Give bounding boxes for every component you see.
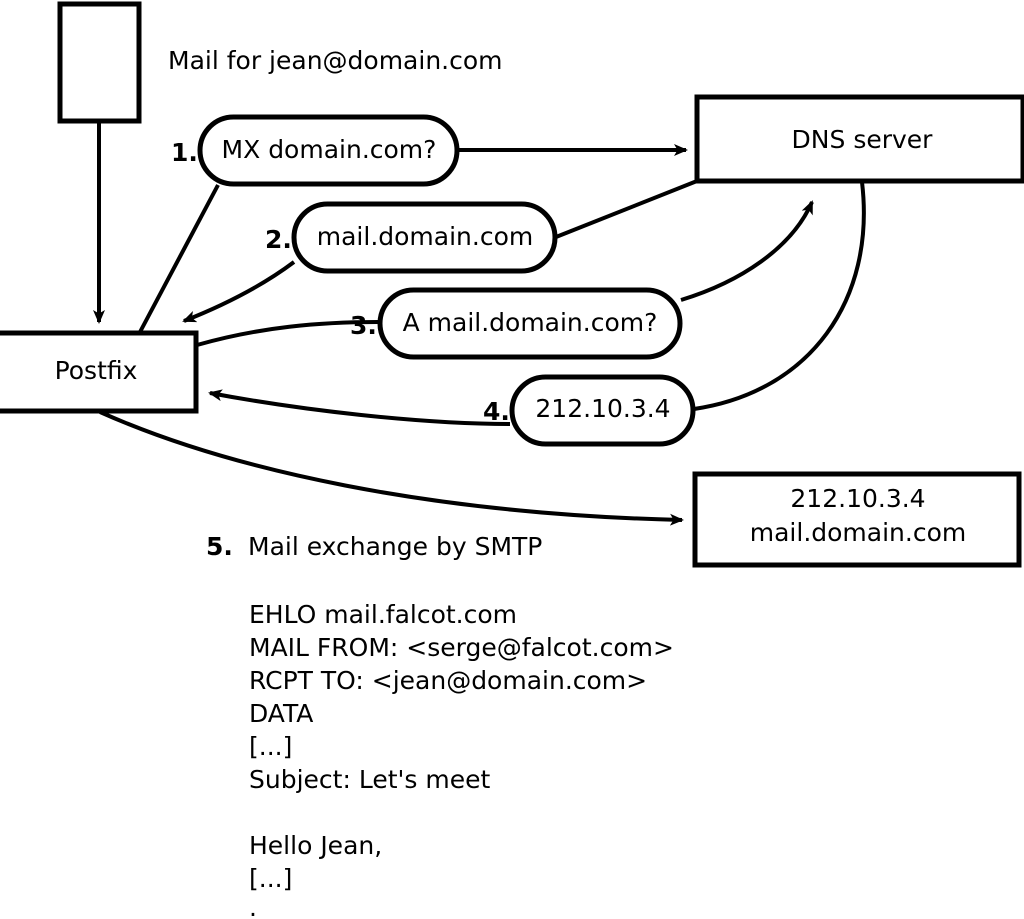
step-4-number: 4. xyxy=(483,397,510,426)
smtp-line-9: . xyxy=(249,893,257,919)
sender-box xyxy=(57,1,142,124)
smtp-line-5: Subject: Let's meet xyxy=(249,765,490,794)
target-server-line1: 212.10.3.4 xyxy=(790,484,925,513)
smtp-line-0: EHLO mail.falcot.com xyxy=(249,600,517,629)
smtp-line-3: DATA xyxy=(249,699,313,728)
edge-postfix-to-step1 xyxy=(138,184,220,333)
step-5-number: 5. xyxy=(206,532,233,561)
target-server-line2: mail.domain.com xyxy=(750,518,966,547)
edge-step2-to-postfix xyxy=(182,260,296,323)
edge-postfix-to-step3 xyxy=(196,320,379,347)
postfix-label: Postfix xyxy=(55,356,138,385)
step-2-number: 2. xyxy=(265,225,292,254)
dns-server-box xyxy=(694,94,1024,184)
step-3-number: 3. xyxy=(350,311,377,340)
smtp-line-2: RCPT TO: <jean@domain.com> xyxy=(249,666,647,695)
step-2-label: mail.domain.com xyxy=(317,222,533,251)
step-1-balloon xyxy=(197,114,460,187)
postfix-box xyxy=(0,330,199,414)
step-1-number: 1. xyxy=(171,138,198,167)
edge-dns-to-step4 xyxy=(693,181,866,411)
edge-dns-to-step2 xyxy=(555,179,698,239)
edge-step4-to-postfix xyxy=(208,389,511,426)
step-2-balloon xyxy=(291,201,558,274)
step-1-label: MX domain.com? xyxy=(222,135,437,164)
smtp-line-8: [...] xyxy=(249,864,292,893)
step-3-label: A mail.domain.com? xyxy=(403,308,658,337)
smtp-line-7: Hello Jean, xyxy=(249,831,382,860)
step-4-label: 212.10.3.4 xyxy=(535,394,670,423)
step-3-balloon xyxy=(377,287,683,360)
dns-server-label: DNS server xyxy=(792,125,934,154)
smtp-line-4: [...] xyxy=(249,732,292,761)
step-4-balloon xyxy=(509,374,696,447)
edge-postfix-to-target xyxy=(99,410,684,526)
step-5-label: Mail exchange by SMTP xyxy=(248,532,542,561)
target-server-box xyxy=(692,471,1022,568)
mail-for-note: Mail for jean@domain.com xyxy=(168,46,503,75)
edge-step3-to-dns xyxy=(680,200,814,302)
smtp-line-1: MAIL FROM: <serge@falcot.com> xyxy=(249,633,674,662)
